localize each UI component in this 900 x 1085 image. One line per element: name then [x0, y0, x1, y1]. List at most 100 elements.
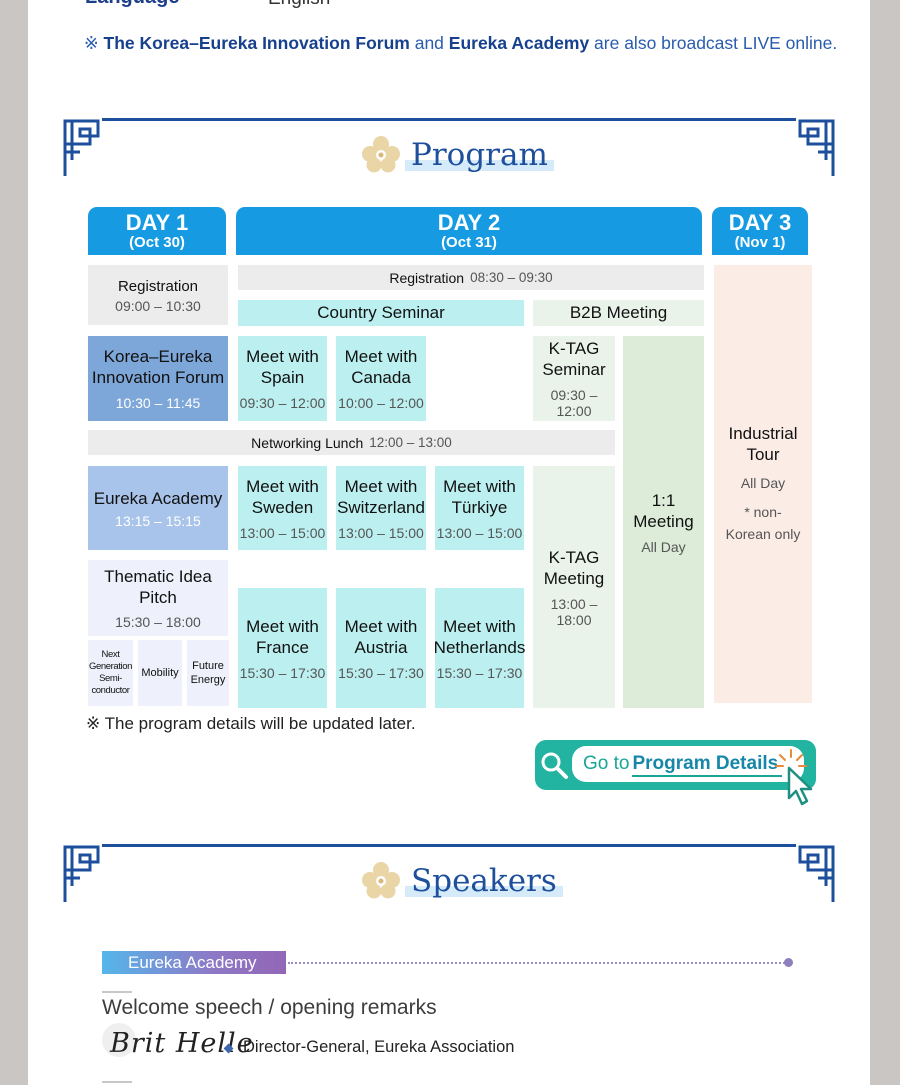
registration-title: Registration — [389, 269, 465, 286]
switzerland-title: Meet with Switzerland — [337, 476, 425, 517]
meet-netherlands: Meet with Netherlands 15:30 – 17:30 — [433, 588, 526, 708]
search-icon — [541, 752, 568, 779]
cta-prefix: Go to — [583, 753, 630, 774]
forum-time: 10:30 – 11:45 — [115, 395, 201, 411]
day2-label: DAY 2 — [437, 210, 501, 235]
industrial-tour-note: * non-Korean only — [725, 504, 801, 542]
networking-lunch: Networking Lunch 12:00 – 13:00 — [88, 430, 615, 455]
academy-time: 13:15 – 15:15 — [115, 512, 201, 529]
austria-title: Meet with Austria — [344, 616, 418, 657]
turkiye-title: Meet with Türkiye — [443, 476, 516, 517]
ktag-seminar-title: K-TAG Seminar — [542, 339, 606, 379]
day1-header: DAY 1 (Oct 30) — [88, 207, 226, 255]
speakers-title: Speakers — [405, 863, 563, 899]
ktag-meeting-time: 13:00 – 18:00 — [550, 595, 598, 628]
sweden-time: 13:00 – 15:00 — [239, 524, 326, 541]
day3-header: DAY 3 (Nov 1) — [712, 207, 808, 255]
speakers-title-wrap: Speakers — [405, 856, 563, 906]
meet-spain: Meet with Spain 09:30 – 12:00 — [238, 336, 327, 421]
day1-label: DAY 1 — [125, 210, 189, 235]
canada-time: 10:00 – 12:00 — [338, 395, 424, 411]
cursor-click-icon — [775, 749, 813, 806]
broadcast-note: ※ The Korea–Eureka Innovation Forum and … — [84, 33, 837, 54]
ktag-seminar: K-TAG Seminar 09:30 – 12:00 — [533, 336, 615, 421]
speaker-role: Director-General, Eureka Association — [243, 1038, 515, 1056]
day3-date: (Nov 1) — [734, 234, 786, 251]
topic-future-energy: Future Energy — [190, 660, 226, 686]
forum-session: Korea–Eureka Innovation Forum 10:30 – 11… — [88, 336, 228, 421]
program-details-button[interactable]: Go to Program Details — [535, 740, 816, 806]
spain-title: Meet with Spain — [246, 347, 319, 387]
program-details-label[interactable]: Go to Program Details — [572, 746, 804, 782]
day2-registration: Registration 08:30 – 09:30 — [238, 265, 704, 290]
country-seminar-header: Country Seminar — [238, 300, 524, 326]
day2-header: DAY 2 (Oct 31) — [236, 207, 702, 255]
pitch-topic: Mobility — [138, 640, 182, 706]
spain-time: 09:30 – 12:00 — [239, 395, 326, 411]
session-rule — [102, 1081, 132, 1083]
program-title: Program — [405, 137, 554, 173]
pitch-topic: Next Generation Semi-conductor — [88, 640, 133, 706]
pitch-session: Thematic Idea Pitch 15:30 – 18:00 — [88, 560, 228, 636]
signature-badge — [102, 1023, 136, 1057]
language-label: Language — [85, 0, 179, 9]
meet-austria: Meet with Austria 15:30 – 17:30 — [336, 588, 426, 708]
academy-tag: Eureka Academy — [102, 951, 286, 974]
session-title: Welcome speech / opening remarks — [102, 996, 437, 1019]
one-on-one-meeting: 1:1 Meeting All Day — [623, 336, 704, 708]
france-time: 15:30 – 17:30 — [239, 664, 326, 681]
speakers-frame-ornament — [63, 844, 835, 902]
austria-time: 15:30 – 17:30 — [338, 664, 424, 681]
registration-title: Registration — [117, 278, 199, 295]
turkiye-time: 13:00 – 15:00 — [436, 524, 523, 541]
day2-date: (Oct 31) — [441, 234, 497, 251]
program-title-wrap: Program — [405, 130, 554, 180]
netherlands-title: Meet with Netherlands — [433, 616, 526, 657]
meet-sweden: Meet with Sweden 13:00 – 15:00 — [238, 466, 327, 550]
canada-title: Meet with Canada — [344, 347, 418, 387]
pitch-title: Thematic Idea Pitch — [104, 567, 212, 607]
one-on-one-time: All Day — [641, 538, 686, 555]
ktag-meeting: K-TAG Meeting 13:00 – 18:00 — [533, 466, 615, 708]
industrial-tour-time: All Day — [740, 475, 786, 491]
note-mark: ※ — [84, 33, 104, 53]
lunch-time: 12:00 – 13:00 — [369, 435, 452, 450]
ktag-meeting-title: K-TAG Meeting — [543, 547, 605, 588]
registration-time: 09:00 – 10:30 — [115, 298, 201, 314]
one-on-one-title: 1:1 Meeting — [633, 490, 694, 531]
session-rule — [102, 991, 132, 993]
meet-switzerland: Meet with Switzerland 13:00 – 15:00 — [336, 466, 426, 550]
tag-divider-end — [784, 958, 793, 967]
program-update-note: ※ The program details will be updated la… — [86, 714, 416, 733]
lunch-title: Networking Lunch — [251, 434, 364, 451]
meet-canada: Meet with Canada 10:00 – 12:00 — [336, 336, 426, 421]
pitch-time: 15:30 – 18:00 — [115, 614, 201, 630]
pitch-topic: Future Energy — [187, 640, 229, 706]
meet-france: Meet with France 15:30 – 17:30 — [238, 588, 327, 708]
academy-session: Eureka Academy 13:15 – 15:15 — [88, 466, 228, 550]
flower-icon — [362, 862, 400, 899]
switzerland-time: 13:00 – 15:00 — [338, 524, 424, 541]
broadcast-forum: The Korea–Eureka Innovation Forum — [103, 33, 410, 53]
tag-divider — [288, 962, 788, 964]
topic-mobility: Mobility — [141, 667, 179, 679]
ktag-seminar-time: 09:30 – 12:00 — [550, 387, 598, 419]
broadcast-and: and — [409, 33, 449, 53]
industrial-tour-title: Industrial Tour — [728, 424, 798, 464]
language-value: English — [268, 0, 330, 10]
netherlands-time: 15:30 – 17:30 — [436, 664, 523, 681]
page: Language English ※ The Korea–Eureka Inno… — [28, 0, 870, 1085]
broadcast-academy: Eureka Academy — [448, 33, 590, 53]
b2b-meeting-header: B2B Meeting — [533, 300, 704, 326]
day1-date: (Oct 30) — [129, 234, 185, 251]
day1-registration: Registration 09:00 – 10:30 — [88, 265, 228, 325]
academy-title: Eureka Academy — [93, 488, 223, 508]
flower-icon — [362, 136, 400, 173]
forum-title: Korea–Eureka Innovation Forum — [91, 347, 225, 387]
day3-label: DAY 3 — [728, 210, 792, 235]
broadcast-suffix: are also broadcast LIVE online. — [589, 33, 838, 53]
sweden-title: Meet with Sweden — [246, 476, 319, 517]
cta-strong: Program Details — [632, 753, 783, 777]
registration-time: 08:30 – 09:30 — [470, 270, 553, 285]
topic-semiconductor: Next Generation Semi-conductor — [89, 649, 133, 696]
